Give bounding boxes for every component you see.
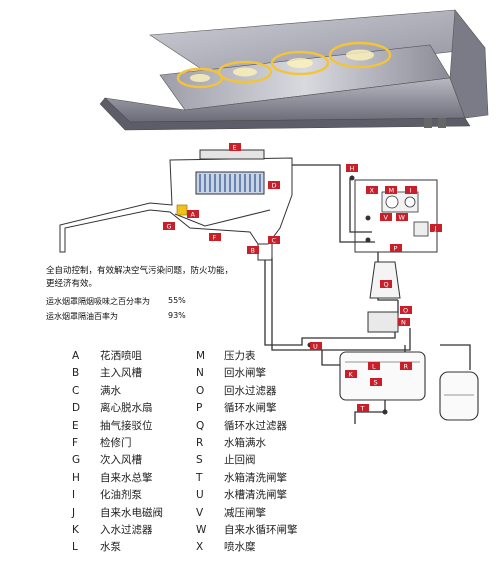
- tag-Q: Q: [380, 280, 392, 289]
- svg-text:H: H: [350, 165, 355, 173]
- svg-text:N: N: [401, 319, 406, 327]
- svg-text:B: B: [251, 247, 255, 255]
- tag-T: T: [357, 404, 369, 413]
- tag-O: O: [400, 306, 412, 315]
- svg-text:F: F: [213, 234, 217, 242]
- svg-text:K: K: [349, 371, 354, 379]
- tag-P: P: [390, 244, 402, 253]
- hood-illustration: [99, 9, 489, 131]
- svg-text:E: E: [233, 144, 237, 152]
- svg-text:I: I: [410, 187, 412, 195]
- tag-J: J: [430, 224, 442, 233]
- tag-V: V: [380, 213, 392, 222]
- tag-R: R: [400, 362, 412, 371]
- svg-text:V: V: [384, 214, 389, 222]
- tag-X: X: [366, 186, 378, 195]
- tag-A: A: [187, 210, 199, 219]
- description-line-2: 更经济有效。: [46, 279, 98, 289]
- burner-flames: [176, 41, 392, 89]
- rate-smoke-label: 运水烟罩隔烟吸味之百分率为: [46, 297, 150, 306]
- rate-smoke-value: 55%: [168, 296, 186, 305]
- component-tags: E D A G F C B H X M I V W J P Q O N U K …: [163, 143, 442, 413]
- spray-nozzle: [176, 204, 188, 216]
- hood-lip: [99, 97, 471, 131]
- svg-text:J: J: [434, 225, 437, 233]
- tag-W: W: [396, 213, 408, 222]
- svg-text:U: U: [313, 343, 318, 351]
- tag-H: H: [346, 164, 358, 173]
- svg-text:T: T: [360, 405, 365, 413]
- tag-B: B: [247, 246, 259, 255]
- svg-text:M: M: [389, 187, 395, 195]
- tag-E: E: [229, 143, 241, 152]
- pump-motor: [404, 196, 416, 208]
- tag-C: C: [268, 236, 280, 245]
- hood-fitting: [424, 118, 432, 128]
- svg-text:W: W: [399, 214, 406, 222]
- solenoid-valve: [413, 221, 429, 237]
- rate-oil-value: 93%: [168, 311, 186, 320]
- tag-U: U: [310, 342, 322, 351]
- svg-text:O: O: [403, 307, 408, 315]
- chemical-tank: [439, 371, 479, 421]
- tag-L: L: [368, 362, 380, 371]
- tag-S: S: [370, 378, 382, 387]
- svg-text:C: C: [272, 237, 277, 245]
- tag-K: K: [345, 370, 357, 379]
- return-filter: [367, 311, 399, 333]
- tag-F: F: [209, 233, 221, 242]
- hood-side: [449, 9, 489, 119]
- svg-text:R: R: [404, 363, 409, 371]
- svg-text:P: P: [394, 245, 398, 253]
- svg-text:L: L: [372, 363, 376, 371]
- svg-text:X: X: [370, 187, 375, 195]
- rate-smoke: 运水烟罩隔烟吸味之百分率为 55%: [46, 296, 186, 307]
- hood-section-outline: [59, 157, 293, 253]
- tag-D: D: [268, 181, 280, 190]
- tag-M: M: [385, 186, 397, 195]
- svg-text:S: S: [374, 379, 378, 387]
- tag-N: N: [398, 318, 410, 327]
- rate-oil: 运水烟罩隔油百率为 93%: [46, 311, 186, 322]
- tag-G: G: [163, 222, 175, 231]
- svg-text:Q: Q: [384, 281, 389, 289]
- filter-bars: [199, 174, 261, 192]
- tag-I: I: [405, 186, 417, 195]
- description-line-1: 全自动控制，有效解决空气污染问题，防火功能，: [46, 266, 234, 276]
- svg-text:A: A: [191, 211, 196, 219]
- svg-text:D: D: [272, 182, 277, 190]
- rate-oil-label: 运水烟罩隔油百率为: [46, 312, 118, 321]
- svg-text:G: G: [167, 223, 172, 231]
- pressure-gauge: [385, 195, 399, 209]
